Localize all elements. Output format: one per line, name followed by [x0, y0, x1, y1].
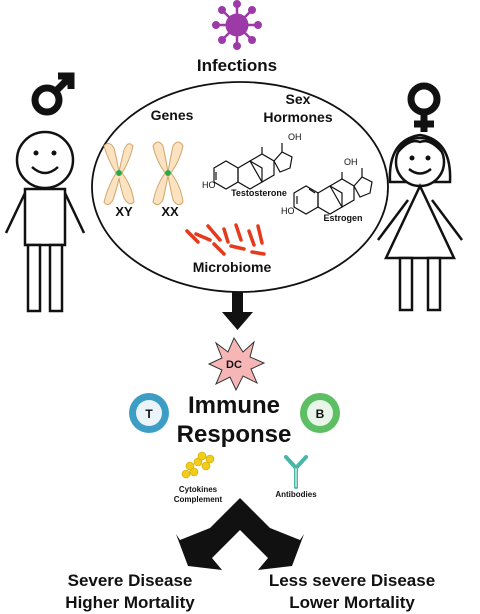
estrogen-label: Estrogen	[323, 213, 362, 223]
outcome-female: Less severe Disease Lower Mortality	[252, 570, 452, 614]
testosterone-ho-label: HO	[202, 180, 216, 190]
infections-label: Infections	[197, 56, 277, 75]
xx-label: XX	[161, 204, 179, 219]
bacteria-icon	[185, 223, 266, 256]
male-figure	[4, 130, 86, 313]
outcome-male-line2: Higher Mortality	[65, 593, 195, 612]
cytokine-cluster-icon	[181, 451, 215, 479]
dc-label: DC	[226, 359, 242, 371]
hormones-title-line2: Hormones	[263, 109, 332, 125]
xy-label: XY	[115, 204, 133, 219]
t-cell-label: T	[145, 407, 153, 421]
testosterone-oh-label: OH	[288, 132, 302, 142]
chromosome-xx-icon	[152, 141, 184, 206]
antibodies-label: Antibodies	[275, 490, 317, 499]
estrogen-oh-label: OH	[344, 157, 358, 167]
dendritic-cell-icon	[207, 336, 266, 392]
t-cell-icon	[129, 393, 169, 433]
double-arrow-icon	[176, 498, 304, 570]
cytokines-line1: Cytokines	[179, 485, 218, 494]
virus-icon	[212, 0, 262, 50]
estrogen-ho-label: HO	[281, 206, 295, 216]
estrogen-structure-icon	[293, 168, 373, 215]
outcome-male-line1: Severe Disease	[67, 571, 193, 590]
chromosome-xy-icon	[103, 142, 135, 206]
b-cell-label: B	[316, 407, 325, 421]
female-figure	[377, 133, 463, 312]
female-symbol-icon	[407, 82, 441, 132]
hormones-title-line1: Sex	[286, 91, 311, 107]
microbiome-label: Microbiome	[193, 259, 272, 275]
outcome-female-line2: Lower Mortality	[289, 593, 415, 612]
cytokines-line2: Complement	[174, 495, 223, 504]
outcome-male: Severe Disease Higher Mortality	[30, 570, 230, 614]
outcome-female-line1: Less severe Disease	[268, 571, 436, 590]
immune-response-line2: Response	[177, 421, 292, 448]
testosterone-label: Testosterone	[231, 188, 287, 198]
male-symbol-icon	[31, 72, 75, 116]
arrow-down-icon	[222, 292, 253, 330]
b-cell-icon	[300, 393, 340, 433]
immune-response-line1: Immune	[188, 392, 280, 419]
testosterone-structure-icon	[213, 143, 293, 190]
genes-title: Genes	[151, 107, 194, 123]
